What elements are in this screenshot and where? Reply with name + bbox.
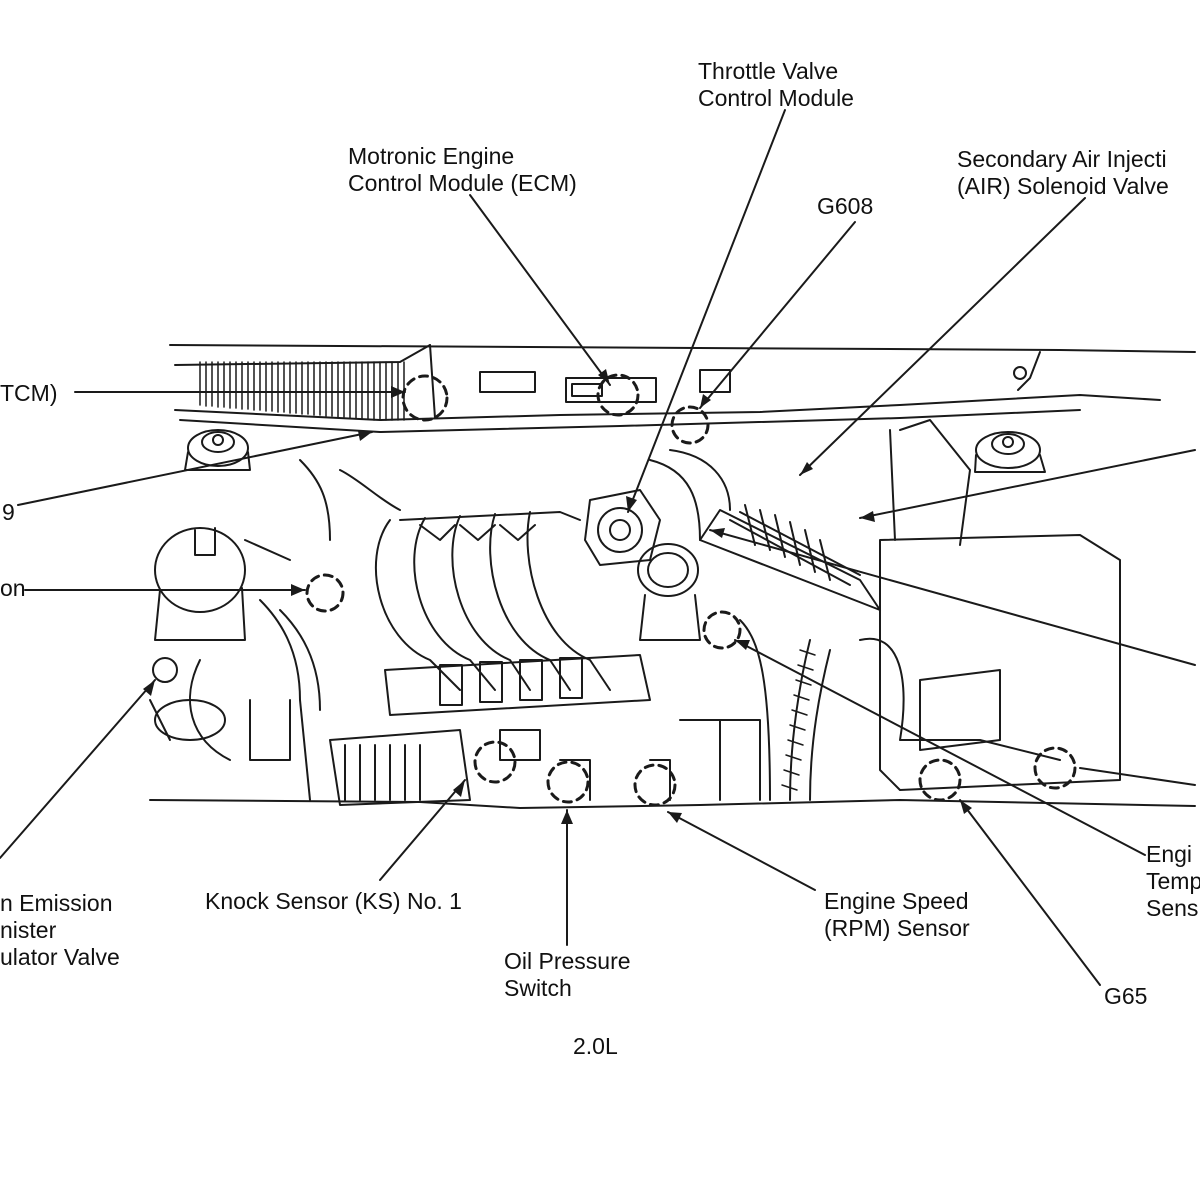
- label-line: (RPM) Sensor: [824, 915, 970, 941]
- intake-manifold: [375, 511, 651, 716]
- label-motronic-ecm: Motronic Engine Control Module (ECM): [348, 143, 577, 197]
- label-line: ulator Valve: [0, 944, 120, 970]
- air-intake-hose: [699, 504, 881, 611]
- label-secondary-air-injection: Secondary Air Injecti (AIR) Solenoid Val…: [957, 146, 1169, 200]
- label-line: Engine Speed: [824, 888, 969, 914]
- bottom-edge: [149, 799, 1196, 809]
- lower-engine: [329, 719, 761, 806]
- label-line: nister: [0, 917, 57, 943]
- label-line: n Emission: [0, 890, 113, 916]
- arrowheads: [143, 369, 972, 824]
- ecm-box: [565, 377, 657, 403]
- label-line: Sens: [1146, 895, 1199, 921]
- coolant-reservoir: [154, 527, 291, 641]
- label-line: Control Module (ECM): [348, 170, 577, 196]
- label-knock-sensor: Knock Sensor (KS) No. 1: [205, 888, 462, 914]
- label-line: Motronic Engine: [348, 143, 515, 169]
- label-line: Switch: [504, 975, 572, 1001]
- label-tcm-partial: TCM): [0, 380, 58, 406]
- label-line: Engi: [1146, 841, 1193, 867]
- label-g65: G65: [1104, 983, 1148, 1009]
- label-on-partial: on: [0, 575, 26, 601]
- label-line: Temp: [1146, 868, 1200, 894]
- label-line: Control Module: [698, 85, 854, 111]
- location-markers: [305, 373, 1077, 807]
- label-evap-canister-partial: n Emission nister ulator Valve: [0, 890, 120, 971]
- label-engine-speed-sensor: Engine Speed (RPM) Sensor: [824, 888, 970, 942]
- hoses-and-wiring: [149, 449, 1061, 801]
- strut-tower-right: [974, 431, 1046, 473]
- label-nine-partial: 9: [2, 499, 15, 525]
- label-engine-size: 2.0L: [573, 1033, 618, 1059]
- label-line: (AIR) Solenoid Valve: [957, 173, 1169, 199]
- label-line: Throttle Valve: [698, 58, 839, 84]
- throttle-body: [584, 489, 661, 566]
- battery-box: [879, 419, 1121, 791]
- label-line: Oil Pressure: [504, 948, 631, 974]
- label-g608: G608: [817, 193, 874, 219]
- strut-tower-left: [184, 429, 251, 471]
- label-line: Secondary Air Injecti: [957, 146, 1167, 172]
- label-throttle-valve-control-module: Throttle Valve Control Module: [698, 58, 854, 112]
- oil-filler-cap: [637, 543, 701, 641]
- label-oil-pressure-switch: Oil Pressure Switch: [504, 948, 631, 1002]
- label-coolant-temp-sensor-partial: Engi Temp Sens: [1146, 841, 1200, 922]
- leader-lines: [0, 109, 1196, 986]
- cowl-panel: [169, 344, 1196, 433]
- wiring-harness: [781, 649, 816, 791]
